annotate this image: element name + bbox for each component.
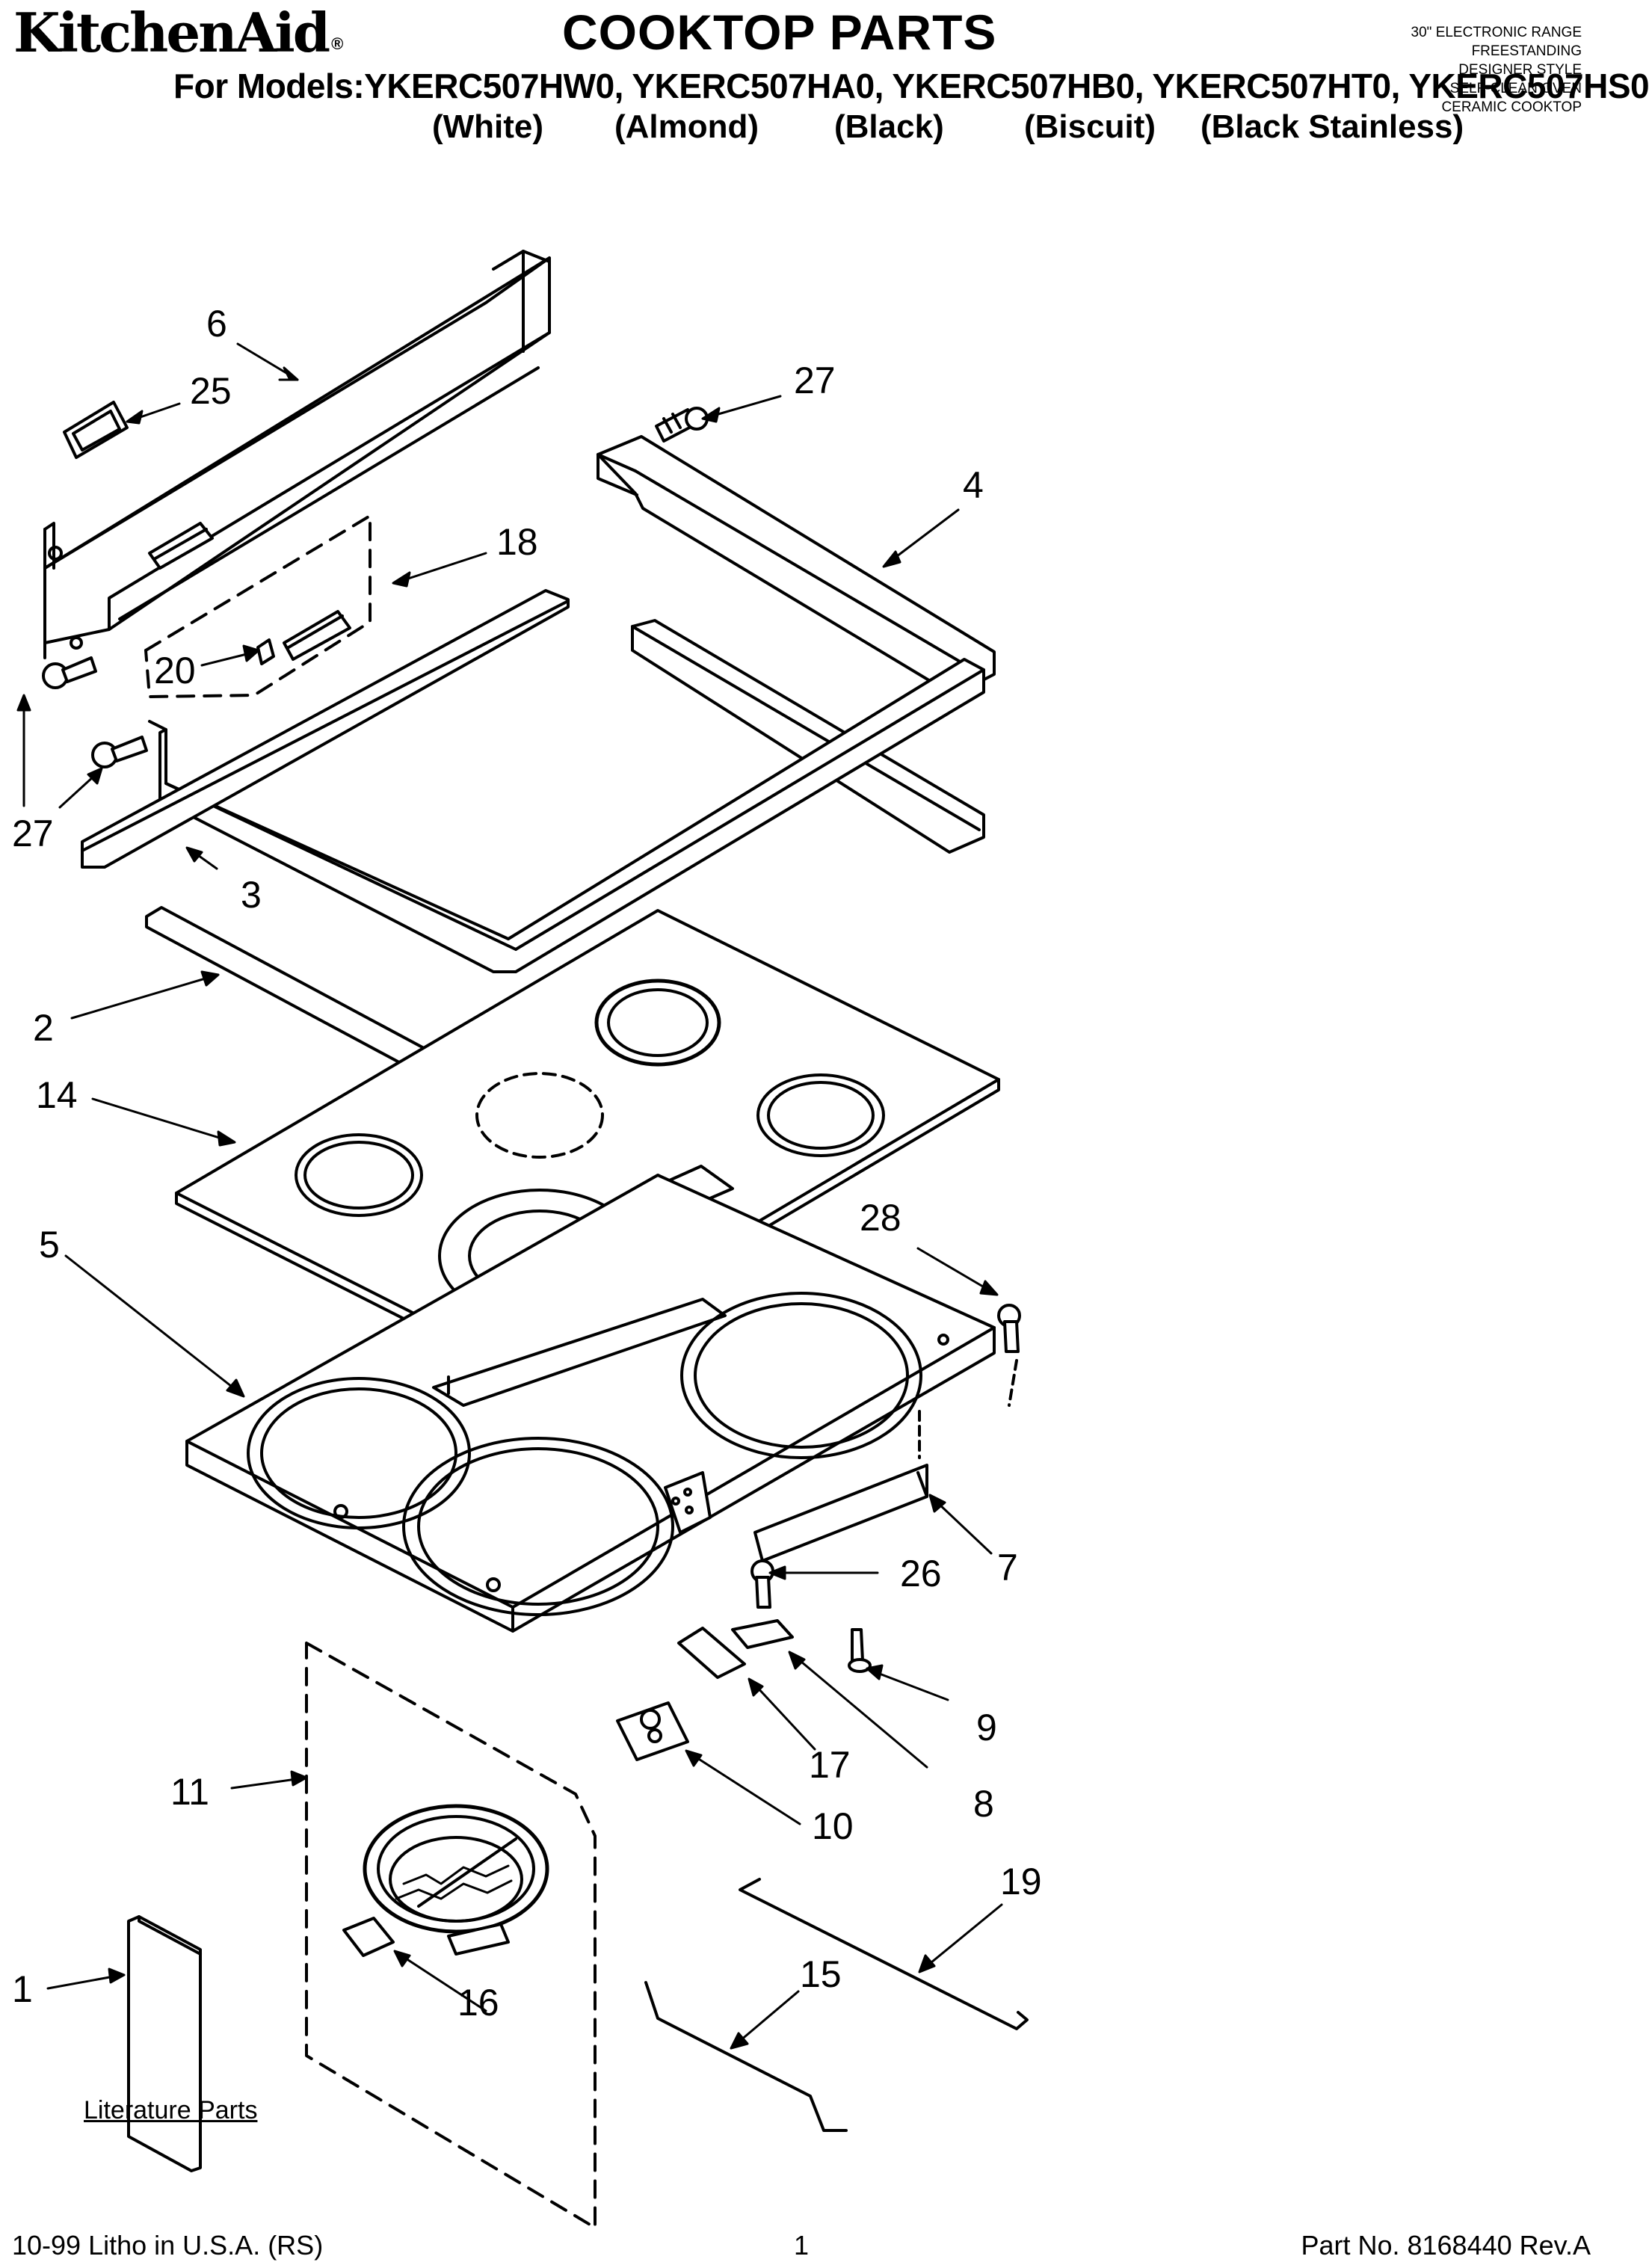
- control-panel-backguard: [43, 250, 551, 659]
- screw-28: [997, 1304, 1021, 1407]
- surface-element-group: [305, 1642, 597, 2229]
- footer-page-number: 1: [794, 2230, 810, 2261]
- callout-27-left: 27: [12, 813, 54, 854]
- terminal-bracket: [677, 1619, 794, 1679]
- color-biscuit: (Biscuit): [1024, 108, 1156, 145]
- support-rod-19: [739, 1878, 1029, 2030]
- screw-27-left: [42, 656, 97, 689]
- callout-1: 1: [12, 1968, 33, 2010]
- screw-27-left-lower: [91, 736, 148, 768]
- callout-9: 9: [976, 1707, 997, 1748]
- parts-diagram-page: KitchenAid® COOKTOP PARTS For Models:YKE…: [12, 4, 1649, 2261]
- callout-19: 19: [1000, 1861, 1042, 1902]
- callout-2: 2: [33, 1007, 54, 1049]
- exploded-parts-drawing: [16, 250, 1029, 2229]
- callout-26: 26: [900, 1553, 942, 1594]
- limit-switch: [616, 1701, 689, 1761]
- callout-7: 7: [997, 1547, 1018, 1588]
- radiant-surface-element: [342, 1804, 549, 1957]
- callout-3: 3: [241, 874, 262, 916]
- cooktop-side-trim: [597, 435, 996, 854]
- callout-6: 6: [206, 303, 227, 345]
- spec-line: CERAMIC COOKTOP: [1441, 99, 1582, 115]
- color-almond: (Almond): [614, 108, 759, 145]
- callout-18: 18: [496, 521, 538, 563]
- nameplate: [63, 401, 129, 459]
- screw-27-top: [655, 407, 709, 443]
- support-rod-15: [644, 1981, 848, 2132]
- spec-line: FREESTANDING: [1471, 43, 1582, 59]
- callout-15: 15: [800, 1953, 842, 1995]
- footer-print-info: 10-99 Litho in U.S.A. (RS): [12, 2230, 324, 2261]
- literature-booklet: [127, 1915, 202, 2172]
- registered-mark: ®: [331, 34, 344, 53]
- callout-25: 25: [190, 370, 232, 412]
- callout-11: 11: [170, 1771, 209, 1813]
- callout-4: 4: [963, 464, 984, 506]
- callout-arrows: [16, 342, 1003, 2050]
- brand-logo: KitchenAid®: [13, 6, 343, 60]
- color-black-stainless: (Black Stainless): [1200, 108, 1464, 145]
- callout-8: 8: [973, 1783, 994, 1825]
- footer-part-number: Part No. 8168440 Rev.A: [1301, 2230, 1591, 2261]
- callout-27-top: 27: [794, 360, 836, 401]
- callout-17: 17: [809, 1744, 851, 1786]
- color-white: (White): [432, 108, 544, 145]
- models-line: For Models:YKERC507HW0, YKERC507HA0, YKE…: [173, 67, 1649, 105]
- electronic-control-group: [144, 514, 372, 698]
- spec-line: 30" ELECTRONIC RANGE: [1411, 25, 1582, 40]
- brand-name: KitchenAid: [13, 1, 330, 64]
- screw-9: [848, 1628, 872, 1673]
- literature-parts-label: Literature Parts: [84, 2096, 258, 2124]
- trim-strip: [81, 589, 570, 869]
- spec-line: DESIGNER STYLE: [1458, 62, 1582, 78]
- cooktop-main-top: [185, 1174, 996, 1633]
- callout-28: 28: [860, 1197, 901, 1239]
- spec-line: SELF-CLEAN OVEN: [1449, 81, 1582, 96]
- page-title: COOKTOP PARTS: [562, 4, 997, 60]
- screw-26: [750, 1559, 774, 1609]
- front-trim-frame: [148, 658, 985, 973]
- callout-20: 20: [154, 650, 196, 691]
- callout-10: 10: [812, 1805, 854, 1847]
- callout-14: 14: [36, 1074, 78, 1116]
- color-black: (Black): [834, 108, 944, 145]
- callout-16: 16: [457, 1982, 499, 2024]
- callout-5: 5: [39, 1224, 60, 1266]
